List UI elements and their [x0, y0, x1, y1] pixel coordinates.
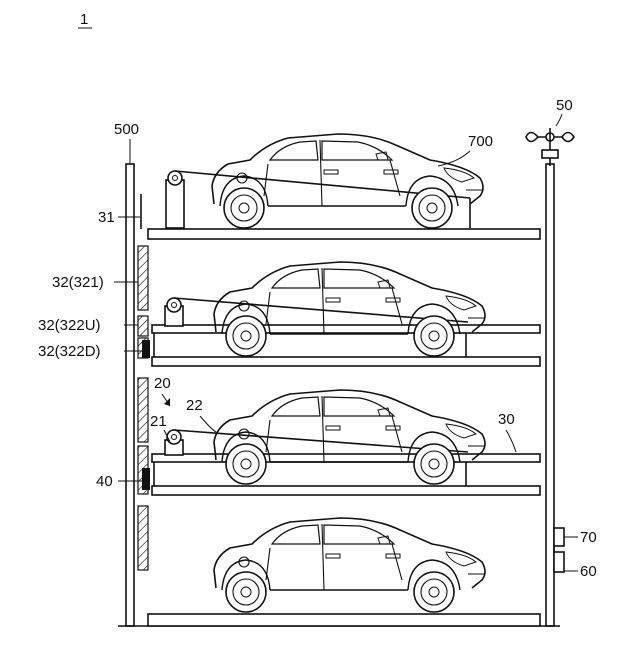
label-20: 20 [154, 375, 171, 392]
wall-panel-322u [138, 316, 148, 336]
wall-panel-321 [138, 246, 148, 310]
wall-panel-bottom [138, 506, 148, 570]
pallet-level-2b [152, 357, 540, 366]
actuator-40 [142, 468, 150, 490]
vehicle-level-3 [214, 390, 485, 484]
pallet-level-2a [152, 325, 540, 333]
label-22: 22 [186, 397, 203, 414]
pallet-level-3b [152, 486, 540, 495]
pallet-level-4 [148, 614, 540, 626]
label-322d: 32(322D) [38, 343, 101, 360]
label-30: 30 [498, 411, 515, 428]
anemometer-sensor [526, 128, 574, 166]
vehicle-level-4 [214, 518, 485, 612]
control-box-70 [554, 528, 564, 546]
vehicle-level-2 [214, 262, 485, 356]
pallet-level-1 [148, 229, 540, 239]
label-700: 700 [468, 133, 493, 150]
pulley-3 [167, 430, 181, 444]
label-500: 500 [114, 121, 139, 138]
label-21: 21 [150, 413, 167, 430]
label-40: 40 [96, 473, 113, 490]
label-60: 60 [580, 563, 597, 580]
left-column [126, 164, 134, 626]
label-70: 70 [580, 529, 597, 546]
vehicle-level-1 [212, 134, 483, 228]
label-322u: 32(322U) [38, 317, 101, 334]
pallet-level-3a [152, 454, 540, 462]
figure-number: 1 [80, 11, 88, 28]
label-321: 32(321) [52, 274, 104, 291]
lift-post-1 [166, 180, 184, 228]
actuator-322d [142, 340, 150, 358]
pulley-1 [168, 171, 182, 185]
right-column [546, 164, 554, 626]
label-50: 50 [556, 97, 573, 114]
label-31: 31 [98, 209, 115, 226]
control-box-60 [554, 552, 564, 572]
wall-panel-mid [138, 378, 148, 442]
pulley-2 [167, 298, 181, 312]
